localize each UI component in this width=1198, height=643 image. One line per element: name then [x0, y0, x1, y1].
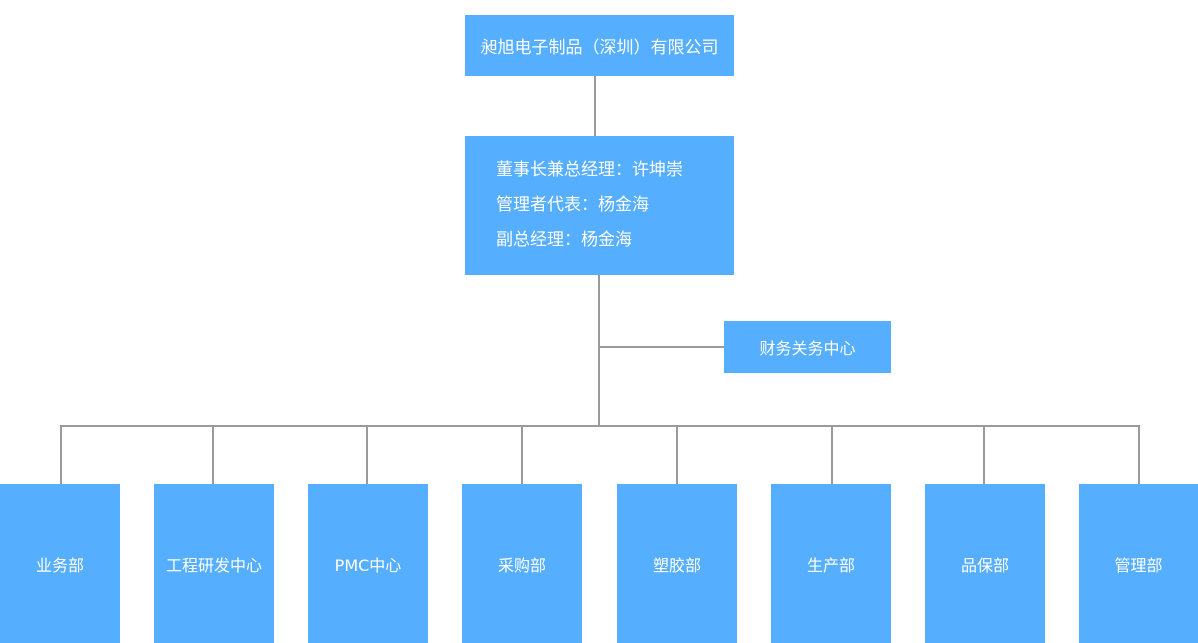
connector-dept-3 — [521, 425, 523, 484]
connector-dept-0 — [60, 425, 62, 484]
connector-dept-1 — [212, 425, 214, 484]
department-label: PMC中心 — [334, 555, 402, 575]
department-node-sales: 业务部 — [0, 484, 120, 643]
department-label: 采购部 — [497, 555, 546, 575]
department-node-production: 生产部 — [771, 484, 891, 643]
department-label: 工程研发中心 — [165, 555, 262, 575]
leadership-line-management-rep: 管理者代表：杨金海 — [496, 195, 649, 215]
connector-department-bus — [60, 425, 1140, 427]
company-name: 昶旭电子制品（深圳）有限公司 — [480, 38, 719, 58]
finance-node: 财务关务中心 — [724, 321, 891, 373]
department-label: 品保部 — [960, 555, 1009, 575]
leadership-line-chairman: 董事长兼总经理：许坤崇 — [496, 160, 683, 180]
leadership-line-vice-gm: 副总经理：杨金海 — [496, 230, 632, 250]
connector-dept-7 — [1138, 425, 1140, 484]
connector-leader-trunk — [598, 275, 600, 427]
department-node-pmc: PMC中心 — [308, 484, 428, 643]
connector-company-leader — [594, 76, 596, 136]
department-label: 业务部 — [35, 555, 84, 575]
company-node: 昶旭电子制品（深圳）有限公司 — [465, 15, 734, 76]
connector-dept-5 — [831, 425, 833, 484]
department-label: 塑胶部 — [652, 555, 701, 575]
connector-dept-6 — [983, 425, 985, 484]
department-node-quality: 品保部 — [925, 484, 1045, 643]
connector-dept-4 — [676, 425, 678, 484]
leadership-node: 董事长兼总经理：许坤崇 管理者代表：杨金海 副总经理：杨金海 — [465, 136, 734, 275]
connector-dept-2 — [366, 425, 368, 484]
department-node-engineering: 工程研发中心 — [154, 484, 274, 643]
department-label: 管理部 — [1114, 555, 1163, 575]
connector-finance-branch — [598, 346, 724, 348]
department-node-plastics: 塑胶部 — [617, 484, 737, 643]
finance-name: 财务关务中心 — [759, 339, 856, 358]
department-node-purchasing: 采购部 — [462, 484, 582, 643]
department-label: 生产部 — [806, 555, 855, 575]
department-node-management: 管理部 — [1079, 484, 1198, 643]
